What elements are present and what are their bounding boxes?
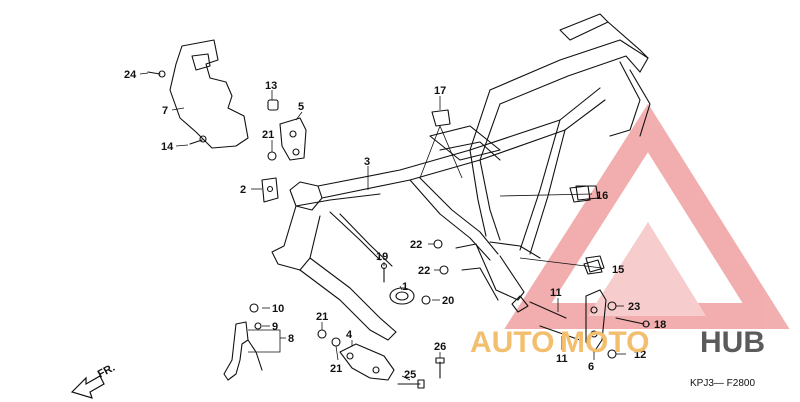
label-5: 5	[298, 101, 304, 113]
leader-lines	[139, 72, 650, 381]
label-1: 1	[402, 281, 408, 293]
bracket-part-6	[585, 289, 607, 353]
bolt-part-11	[529, 301, 581, 341]
watermark-text: AUTO MOTO HUB	[470, 326, 765, 359]
bracket-part-5	[279, 117, 307, 161]
label-18: 18	[654, 319, 666, 331]
label-6: 6	[588, 361, 594, 373]
label-14: 14	[161, 141, 174, 153]
label-24: 24	[124, 69, 137, 81]
front-direction-arrow: FR.	[70, 362, 117, 399]
washer-part-9	[254, 322, 262, 330]
bolt-part-14	[189, 135, 207, 145]
watermark-logo	[504, 103, 790, 329]
nut-part-10	[249, 303, 259, 313]
label-25: 25	[404, 369, 416, 381]
bracket-part-4	[339, 343, 395, 381]
label-22-lower: 22	[418, 265, 430, 277]
direction-label: FR.	[96, 362, 117, 381]
label-22-upper: 22	[410, 239, 422, 251]
side-cover-part-7	[169, 39, 249, 149]
bracket-part-16	[569, 185, 591, 203]
nut-part-20	[421, 295, 431, 305]
nut-part-22-lower	[439, 265, 449, 275]
stand-part-8	[223, 321, 263, 381]
collar-part-13	[267, 99, 279, 111]
label-17: 17	[434, 85, 446, 97]
label-2: 2	[240, 184, 246, 196]
bracket-part-15	[583, 259, 603, 275]
label-9: 9	[272, 321, 278, 333]
grommet-part-17	[431, 109, 451, 127]
nut-part-21-top	[267, 151, 277, 161]
label-11-bottom: 11	[556, 353, 568, 365]
label-4: 4	[346, 329, 353, 341]
bolt-part-19	[380, 262, 388, 283]
part-labels: 24 7 14 13 21 5 2 3 17 16 22 19 22 1 20 …	[124, 69, 666, 381]
label-19: 19	[376, 251, 388, 263]
label-26: 26	[434, 341, 446, 353]
label-20: 20	[442, 295, 454, 307]
label-21-top: 21	[262, 129, 274, 141]
bolt-part-24	[147, 70, 166, 78]
label-7: 7	[162, 105, 168, 117]
label-21-low: 21	[330, 363, 342, 375]
main-frame	[271, 13, 651, 341]
label-23: 23	[628, 301, 640, 313]
watermark-hub: HUB	[700, 326, 765, 359]
drawing-code: KPJ3— F2800	[690, 378, 755, 389]
bolt-part-25	[397, 379, 425, 389]
label-13: 13	[265, 80, 277, 92]
label-16: 16	[596, 190, 608, 202]
label-11-top: 11	[550, 287, 562, 299]
label-3: 3	[364, 156, 370, 168]
label-10: 10	[272, 303, 284, 315]
label-12: 12	[634, 349, 646, 361]
label-15: 15	[612, 264, 624, 276]
plate-part-2	[261, 177, 279, 203]
nut-part-21-lower	[317, 329, 341, 347]
label-21-mid: 21	[316, 311, 328, 323]
nut-part-22-upper	[433, 239, 443, 249]
clamp-part-1	[389, 287, 415, 305]
bolt-part-26	[435, 357, 445, 379]
watermark-auto: AUTO	[470, 326, 554, 359]
label-8: 8	[288, 333, 294, 345]
watermark-moto: MOTO	[560, 326, 649, 359]
